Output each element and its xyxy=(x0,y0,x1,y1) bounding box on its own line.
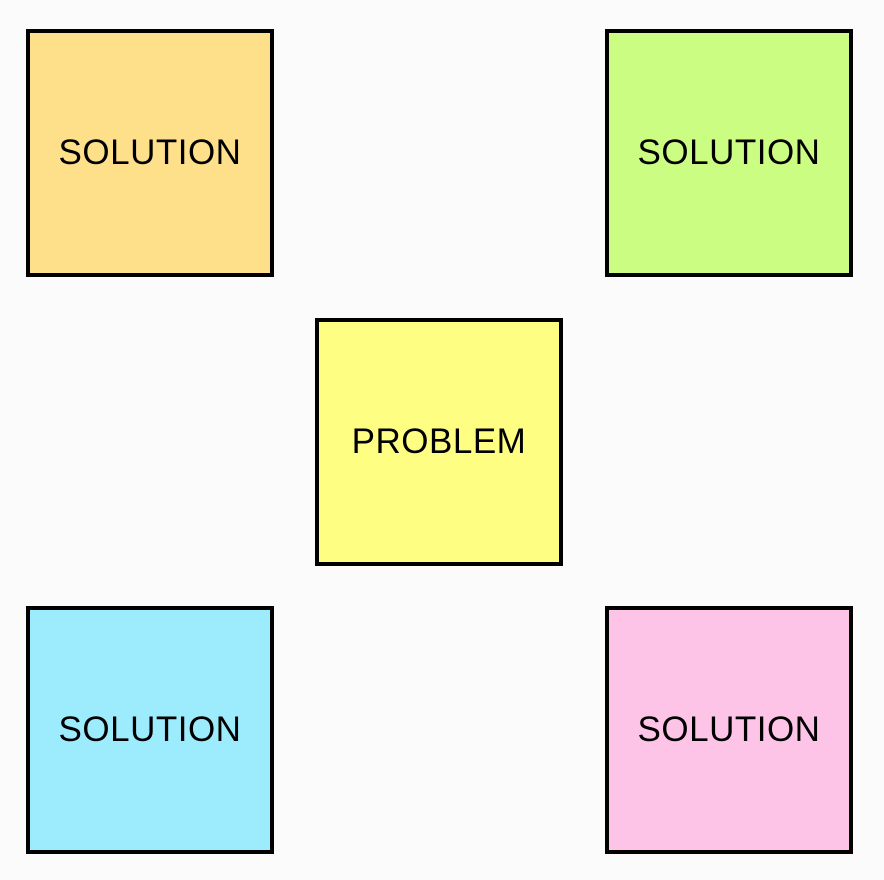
solution-note-bottom-left[interactable]: SOLUTION xyxy=(26,606,274,854)
problem-note-center[interactable]: PROBLEM xyxy=(315,318,563,566)
solution-note-top-left[interactable]: SOLUTION xyxy=(26,29,274,277)
solution-note-top-right[interactable]: SOLUTION xyxy=(605,29,853,277)
problem-label: PROBLEM xyxy=(351,422,527,461)
solution-label: SOLUTION xyxy=(637,133,821,172)
solution-note-bottom-right[interactable]: SOLUTION xyxy=(605,606,853,854)
solution-label: SOLUTION xyxy=(58,133,242,172)
solution-label: SOLUTION xyxy=(58,710,242,749)
solution-label: SOLUTION xyxy=(637,710,821,749)
